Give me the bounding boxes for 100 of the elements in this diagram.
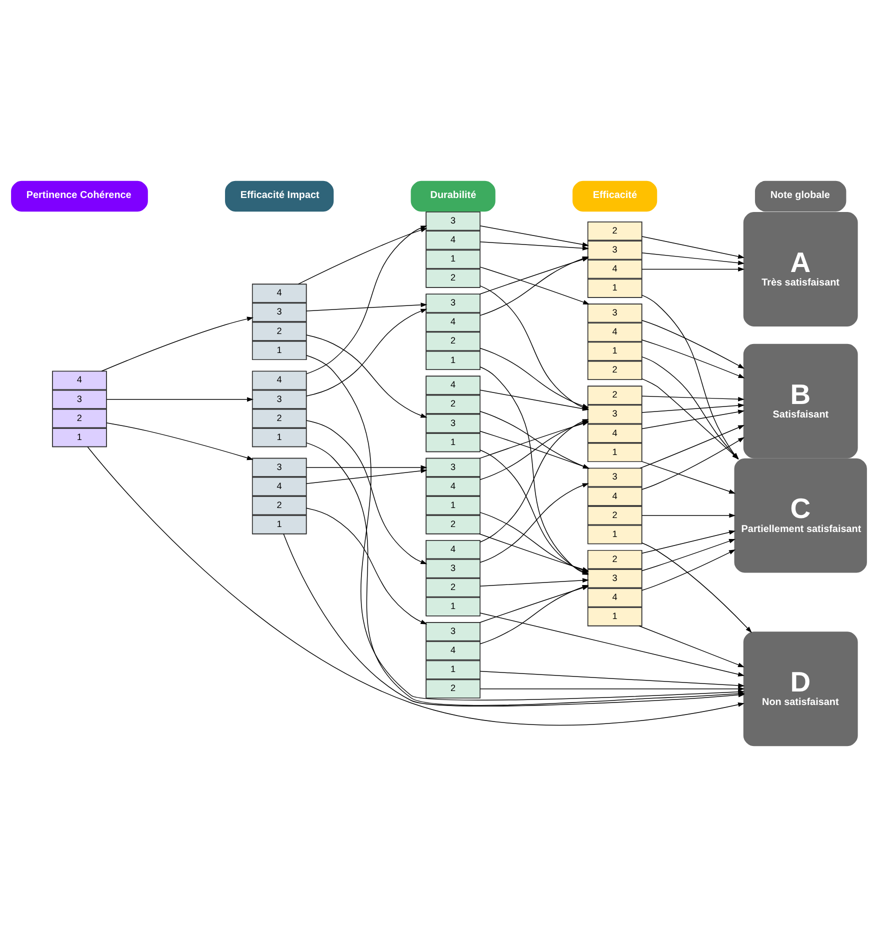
arrow [480, 430, 590, 469]
node-box: 3 [426, 622, 480, 642]
node-box: 2 [587, 506, 642, 526]
node-box: 3 [587, 404, 642, 424]
arrow [480, 612, 745, 676]
node-box: 2 [52, 408, 107, 428]
node-box: A Très satisfaisant [743, 212, 858, 326]
node-box: 1 [426, 597, 480, 616]
arrow [641, 339, 745, 378]
node-box: 1 [52, 428, 107, 448]
node-box: 3 [252, 302, 307, 322]
node-box: 1 [426, 660, 480, 680]
node-box: 4 [252, 284, 307, 303]
arrow [480, 348, 589, 408]
arrow [480, 483, 589, 563]
node-box: Durabilité [410, 180, 496, 212]
node-box: Note globale [754, 180, 846, 212]
node-box: 4 [587, 588, 642, 608]
node-box: 3 [587, 468, 642, 487]
node-box: 1 [426, 250, 480, 269]
node-box: 4 [426, 540, 480, 560]
arrow [642, 403, 745, 413]
node-box: 4 [587, 486, 642, 506]
arrow [106, 422, 254, 460]
arrow [480, 686, 745, 692]
arrow [642, 530, 736, 554]
node-box: 2 [252, 496, 307, 516]
node-box: 2 [587, 550, 642, 570]
arrow [306, 302, 428, 312]
node-box: Efficacité Impact [225, 180, 334, 212]
node-box: 1 [426, 496, 480, 516]
node-box: 4 [426, 312, 480, 332]
node-box: 3 [426, 414, 480, 434]
node-box: 4 [587, 424, 642, 443]
node-box: 2 [426, 578, 480, 598]
node-box: 4 [426, 376, 480, 395]
arrow [642, 513, 736, 518]
node-box: 1 [587, 278, 642, 298]
node-box: 1 [587, 442, 642, 462]
arrow [306, 468, 428, 484]
arrow [642, 266, 745, 272]
node-box: 2 [587, 360, 642, 380]
arrow [306, 465, 428, 470]
node-box: 1 [426, 350, 480, 370]
node-box: 4 [587, 260, 642, 279]
node-box: 3 [52, 390, 107, 409]
arrow [306, 420, 428, 564]
arrow [306, 334, 428, 418]
node-box: 3 [426, 212, 480, 231]
node-box: 3 [426, 294, 480, 313]
node-box: 2 [426, 332, 480, 351]
node-box: 3 [587, 304, 642, 323]
node-box: 4 [252, 476, 307, 496]
arrow [638, 625, 745, 668]
arrow [306, 508, 428, 624]
arrow [642, 396, 745, 402]
node-box: 2 [252, 322, 307, 341]
node-box: 4 [587, 322, 642, 342]
node-box: 2 [426, 394, 480, 414]
node-box: 2 [587, 222, 642, 241]
arrow [642, 461, 736, 494]
arrow [641, 437, 745, 490]
node-box: 3 [426, 458, 480, 477]
arrow [480, 226, 589, 247]
node-box: Pertinence Cohérence [11, 180, 148, 212]
node-box: 1 [252, 428, 307, 448]
node-box: 4 [252, 370, 307, 390]
arrow [642, 236, 745, 259]
arrow [306, 308, 428, 396]
arrow [480, 241, 589, 250]
node-box: B Satisfaisant [743, 344, 858, 458]
arrow [480, 266, 590, 304]
arrow [640, 424, 745, 469]
node-box: 4 [426, 230, 480, 250]
node-box: 2 [426, 268, 480, 288]
node-box: 2 [252, 408, 307, 428]
arrow [641, 542, 752, 633]
node-box: 1 [252, 340, 307, 360]
node-box: 4 [426, 641, 480, 660]
node-box: 1 [587, 525, 642, 544]
arrow [101, 316, 254, 372]
node-box: 3 [426, 559, 480, 578]
node-box: 3 [587, 240, 642, 260]
node-box: 3 [587, 569, 642, 588]
arrow [642, 538, 736, 572]
arrow [642, 410, 745, 430]
node-box: 4 [52, 370, 107, 390]
arrow [480, 670, 745, 688]
arrow [480, 578, 589, 587]
node-box: 1 [587, 607, 642, 626]
arrow [642, 550, 736, 591]
node-box: 1 [587, 342, 642, 361]
arrow [642, 320, 745, 369]
node-box: 1 [426, 433, 480, 452]
node-box: 3 [252, 458, 307, 477]
node-box: C Partiellement satisfaisant [734, 458, 867, 573]
node-box: 1 [252, 515, 307, 534]
node-box: Efficacité [572, 180, 658, 212]
node-box: 4 [426, 476, 480, 496]
arrow [642, 252, 745, 266]
